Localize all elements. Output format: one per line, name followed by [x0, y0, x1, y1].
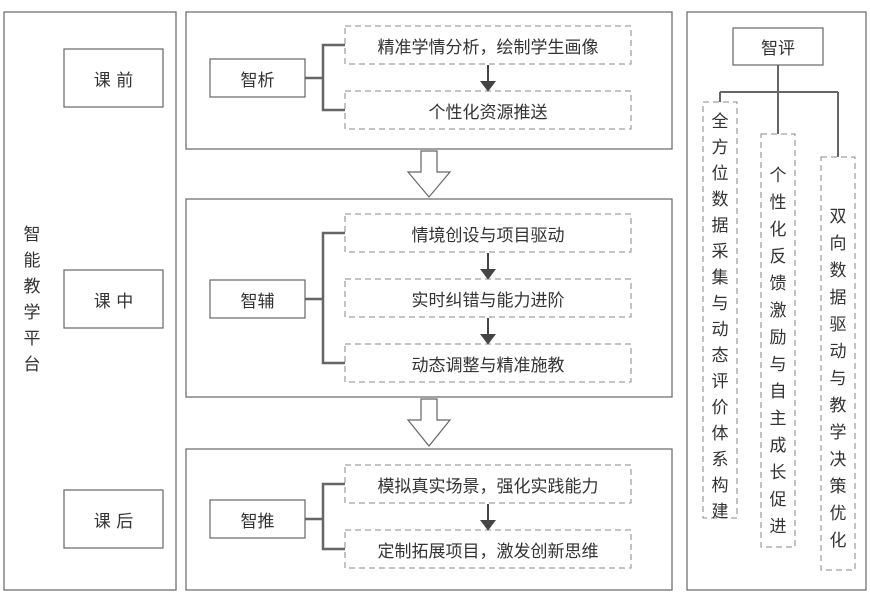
stage-arrow-1: [406, 150, 452, 198]
step-label-3-2: 定制拓展项目，激发创新思维: [377, 541, 599, 562]
vertical-char: 台: [23, 355, 41, 375]
phase-box-during: [63, 269, 164, 329]
vertical-char: 与: [829, 369, 847, 389]
evaluation-item-3: 双向数据驱动与教学决策优化: [821, 204, 855, 555]
vertical-char: 平: [23, 329, 41, 349]
vertical-char: 双: [829, 207, 847, 227]
vertical-char: 主: [769, 409, 787, 429]
vertical-char: 学: [23, 303, 41, 323]
phase-label-before: 课 前: [93, 70, 134, 91]
vertical-char: 能: [23, 251, 41, 271]
vertical-char: 学: [829, 423, 847, 443]
step-arrow-3: [480, 318, 496, 345]
vertical-char: 与: [711, 294, 729, 314]
vertical-char: 教: [829, 396, 847, 416]
evaluation-item-box-2: [760, 133, 796, 548]
stage-name-push: 智推: [240, 511, 275, 532]
step-arrow-1: [480, 65, 496, 92]
evaluation-item-box-1: [702, 101, 738, 519]
vertical-char: 性: [769, 193, 787, 213]
vertical-char: 全: [711, 112, 729, 132]
step-label-2-3: 动态调整与精准施教: [411, 355, 565, 376]
vertical-char: 决: [829, 450, 847, 470]
vertical-char: 化: [829, 531, 847, 551]
vertical-char: 驱: [829, 315, 847, 335]
vertical-char: 据: [711, 216, 729, 236]
stage-frame-push: [185, 448, 673, 591]
vertical-char: 智: [23, 225, 41, 245]
vertical-char: 采: [711, 242, 729, 262]
stage-frame-analysis: [185, 11, 673, 150]
vertical-char: 进: [769, 517, 787, 537]
bracket-push: [305, 482, 345, 551]
vertical-char: 数: [711, 190, 729, 210]
vertical-char: 向: [829, 234, 847, 254]
phase-box-before: [63, 48, 164, 108]
vertical-char: 构: [711, 476, 729, 496]
vertical-char: 评: [711, 372, 729, 392]
vertical-char: 促: [769, 490, 787, 510]
stage-name-assist: 智辅: [240, 291, 275, 312]
phase-label-after: 课 后: [93, 511, 134, 532]
vertical-char: 成: [769, 436, 787, 456]
evaluation-tree: [719, 65, 839, 157]
vertical-char: 与: [769, 355, 787, 375]
vertical-char: 位: [711, 164, 729, 184]
evaluation-title: 智评: [761, 39, 795, 59]
vertical-char: 个: [769, 166, 787, 186]
step-box-1-1: [344, 25, 632, 65]
vertical-char: 价: [711, 398, 729, 418]
platform-title: 智能教学平台: [19, 222, 45, 378]
step-label-2-2: 实时纠错与能力进阶: [411, 290, 565, 311]
vertical-char: 集: [711, 268, 729, 288]
bracket-assist: [305, 231, 345, 365]
step-label-1-2: 个性化资源推送: [428, 102, 548, 123]
vertical-char: 反: [769, 247, 787, 267]
vertical-char: 建: [711, 502, 729, 522]
step-label-3-1: 模拟真实场景，强化实践能力: [377, 476, 599, 497]
stage-name-analysis: 智析: [240, 70, 275, 91]
vertical-char: 化: [769, 220, 787, 240]
stage-arrow-2: [406, 398, 452, 447]
vertical-char: 据: [829, 288, 847, 308]
evaluation-frame: [686, 11, 867, 591]
stage-frame-assist: [185, 198, 673, 398]
vertical-char: 馈: [769, 274, 787, 294]
platform-frame: [3, 11, 177, 591]
vertical-char: 策: [829, 477, 847, 497]
bracket-analysis: [305, 43, 345, 112]
phase-box-after: [63, 489, 164, 549]
vertical-char: 系: [711, 450, 729, 470]
vertical-char: 动: [711, 320, 729, 340]
vertical-char: 教: [23, 277, 41, 297]
vertical-char: 态: [711, 346, 729, 366]
vertical-char: 激: [769, 301, 787, 321]
evaluation-item-1: 全方位数据采集与动态评价体系构建: [703, 109, 737, 525]
step-arrow-4: [480, 504, 496, 531]
evaluation-item-2: 个性化反馈激励与自主成长促进: [761, 163, 795, 541]
vertical-char: 数: [829, 261, 847, 281]
phase-label-during: 课 中: [93, 291, 134, 312]
step-label-1-1: 精准学情分析，绘制学生画像: [377, 37, 599, 58]
step-arrow-2: [480, 253, 496, 280]
vertical-char: 动: [829, 342, 847, 362]
step-label-2-1: 情境创设与项目驱动: [411, 225, 565, 246]
step-box-2-1: [344, 213, 632, 253]
vertical-char: 励: [769, 328, 787, 348]
vertical-char: 优: [829, 504, 847, 524]
vertical-char: 长: [769, 463, 787, 483]
vertical-char: 自: [769, 382, 787, 402]
evaluation-item-box-3: [820, 156, 856, 571]
step-box-3-1: [344, 464, 632, 504]
vertical-char: 体: [711, 424, 729, 444]
vertical-char: 方: [711, 138, 729, 158]
